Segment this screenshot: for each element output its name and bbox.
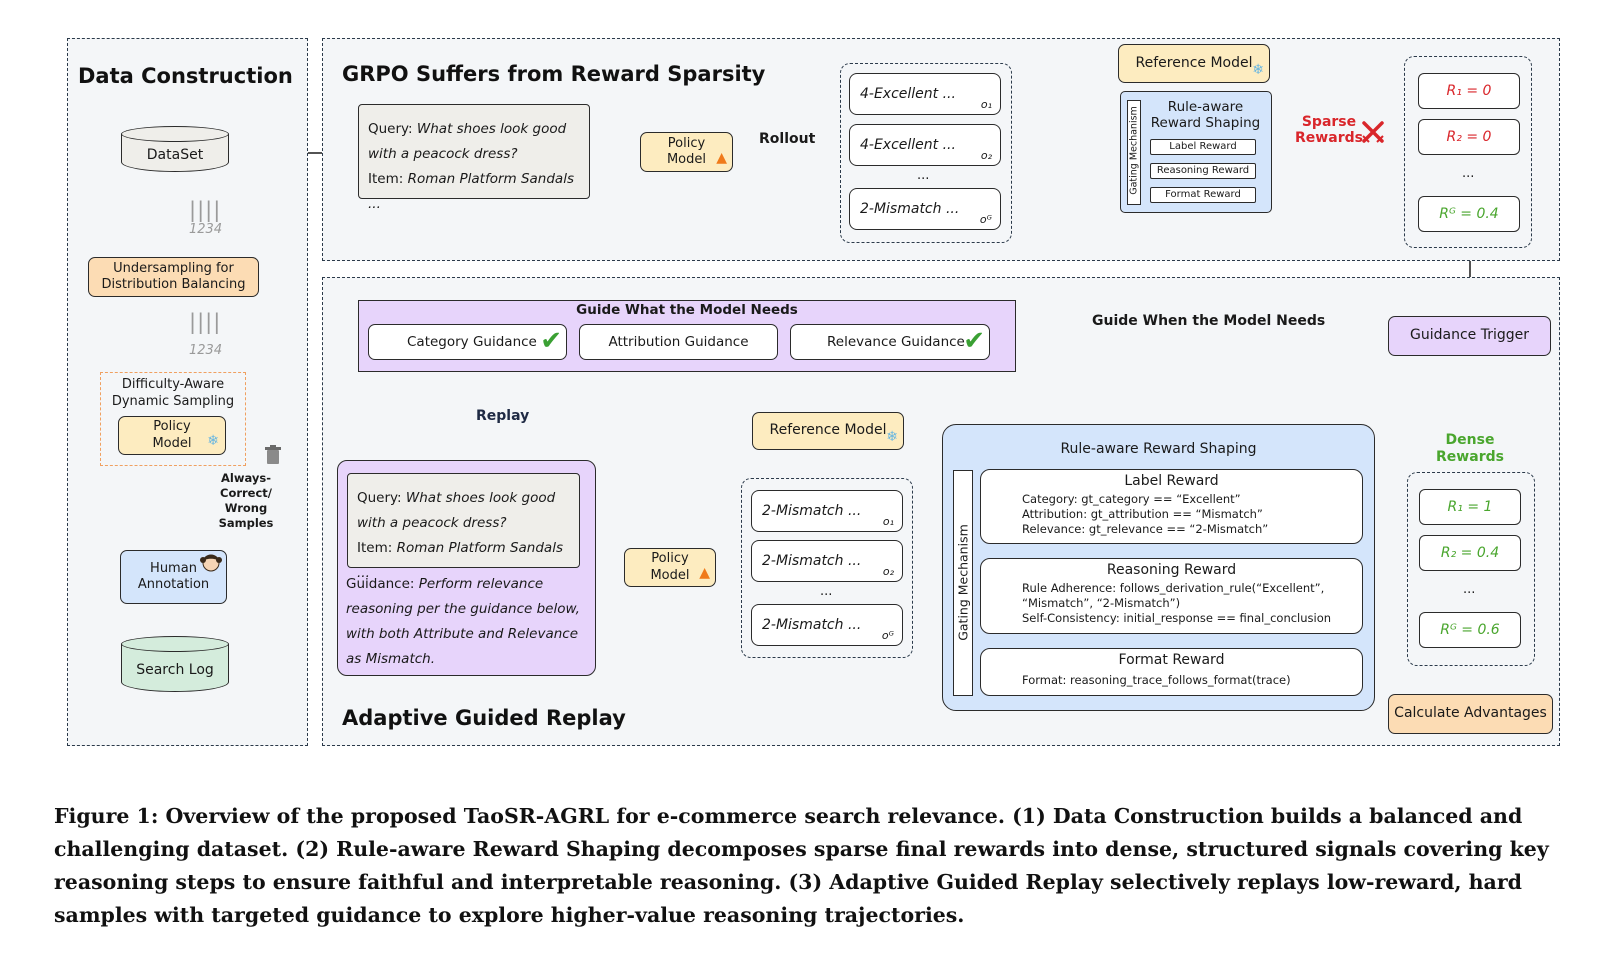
- check-icon: ✔: [963, 326, 985, 356]
- rewards-ellipsis: ...: [1462, 166, 1475, 181]
- label-reward-box: [980, 469, 1363, 544]
- annotator-avatar-icon: [199, 550, 223, 574]
- category-guidance-box: Category Guidance ✔: [368, 324, 567, 360]
- calculate-advantages-box: Calculate Advantages: [1388, 694, 1553, 734]
- gating-mechanism-label: Gating Mechanism: [1128, 106, 1140, 195]
- reward-value: R₁ = 0: [1418, 73, 1520, 109]
- gating-mechanism-bar: [953, 470, 973, 696]
- item-text: Roman Platform Sandals ...: [368, 171, 574, 212]
- check-icon: ✔: [540, 326, 562, 356]
- sparse-rewards-label: Sparse Rewards: [1295, 114, 1363, 146]
- grpo-title: GRPO Suffers from Reward Sparsity: [342, 62, 766, 86]
- trash-icon: [265, 445, 281, 465]
- query-text: What shoes look good with a peacock dres…: [357, 490, 556, 531]
- difficulty-sampling-group: [100, 372, 246, 466]
- tally-icon: ||||: [189, 198, 222, 222]
- fire-icon: ▲: [716, 149, 727, 166]
- guide-when-label: Guide When the Model Needs: [1092, 313, 1326, 329]
- reasoning-reward-box: [980, 558, 1363, 634]
- reference-model-box: Reference Model ❄: [752, 412, 904, 450]
- reward-value: R₂ = 0.4: [1419, 535, 1521, 571]
- item-text: Roman Platform Sandals ...: [357, 540, 563, 581]
- rollout-output: 2-Mismatch ...oᴳ: [849, 188, 1001, 230]
- guidance-trigger-box: Guidance Trigger: [1388, 316, 1551, 356]
- item-label: Item:: [357, 540, 393, 556]
- data-construction-title: Data Construction: [78, 64, 293, 88]
- query-label: Query:: [357, 490, 402, 506]
- policy-model-label: Policy Model: [152, 419, 192, 451]
- rule-shaping-title: Rule-aware Reward Shaping: [1150, 99, 1261, 131]
- human-annotation-box: Human Annotation: [120, 550, 227, 604]
- relevance-guidance-box: Relevance Guidance ✔: [790, 324, 990, 360]
- reasoning-reward-rules: Rule Adherence: follows_derivation_rule(…: [1022, 581, 1332, 625]
- search-log-cylinder: Search Log: [121, 636, 229, 694]
- reference-model-label: Reference Model: [1135, 54, 1253, 71]
- undersampling-box: Undersampling for Distribution Balancing: [88, 257, 259, 297]
- policy-model-label: Policy Model: [666, 135, 707, 167]
- query-label: Query:: [368, 121, 413, 137]
- sparse-rewards-group: [1404, 56, 1532, 248]
- difficulty-sampling-label: Difficulty-Aware Dynamic Sampling: [111, 377, 235, 409]
- tally-digits: 1234: [189, 343, 223, 358]
- reasoning-reward-chip: Reasoning Reward: [1150, 163, 1256, 179]
- label-reward-title: Label Reward: [1124, 473, 1219, 489]
- format-reward-chip: Format Reward: [1150, 187, 1256, 203]
- query-text: What shoes look good with a peacock dres…: [368, 121, 567, 162]
- guidance-text: Perform relevance reasoning per the guid…: [346, 576, 580, 667]
- item-label: Item:: [368, 171, 404, 187]
- rollout-output: 4-Excellent ...o₂: [849, 124, 1001, 166]
- label-reward-chip: Label Reward: [1150, 139, 1256, 155]
- guidance-label: Guidance:: [346, 576, 415, 592]
- rule-shaping-title: Rule-aware Reward Shaping: [1060, 441, 1257, 457]
- format-reward-box: [980, 648, 1363, 696]
- dense-rewards-group: [1407, 472, 1535, 666]
- dense-rewards-label: Dense Rewards: [1436, 432, 1504, 465]
- snowflake-icon: ❄: [1252, 61, 1264, 78]
- reward-value: R₁ = 1: [1419, 489, 1521, 525]
- rewards-ellipsis: ...: [1463, 582, 1476, 597]
- reference-model-box: Reference Model ❄: [1118, 44, 1270, 83]
- reward-value: Rᴳ = 0.4: [1418, 196, 1520, 232]
- rollout-output: 2-Mismatch ...o₁: [751, 490, 903, 532]
- agr-title: Adaptive Guided Replay: [342, 706, 626, 730]
- policy-model-box: Policy Model ▲: [624, 548, 716, 587]
- discard-label: Always-Correct/ Wrong Samples: [218, 471, 274, 530]
- replay-outputs-group: [741, 478, 913, 658]
- attribution-guidance-box: Attribution Guidance: [579, 324, 778, 360]
- label-reward-rules: Category: gt_category == “Excellent” Att…: [1022, 492, 1269, 536]
- snowflake-icon: ❄: [886, 428, 898, 445]
- reasoning-reward-title: Reasoning Reward: [1106, 562, 1237, 578]
- policy-model-box: Policy Model ▲: [640, 132, 733, 172]
- policy-model-label: Policy Model: [650, 551, 690, 583]
- rollout-output: 2-Mismatch ...oᴳ: [751, 604, 903, 646]
- format-reward-title: Format Reward: [1118, 652, 1225, 668]
- query-item-box: Query: What shoes look good with a peaco…: [347, 473, 580, 581]
- guide-what-title: Guide What the Model Needs: [576, 302, 798, 318]
- fire-icon: ▲: [699, 564, 710, 581]
- tally-icon: ||||: [189, 310, 222, 334]
- rollout-output: 4-Excellent ...o₁: [849, 73, 1001, 115]
- dataset-label: DataSet: [146, 147, 204, 163]
- outputs-ellipsis: ...: [820, 584, 833, 599]
- query-item-box: Query: What shoes look good with a peaco…: [358, 104, 590, 212]
- rollout-output: 2-Mismatch ...o₂: [751, 540, 903, 582]
- gating-mechanism-label: Gating Mechanism: [955, 524, 971, 641]
- snowflake-icon: ❄: [207, 432, 219, 449]
- reward-value: R₂ = 0: [1418, 119, 1520, 155]
- tally-digits: 1234: [189, 222, 223, 237]
- guidance-text-block: Guidance: Perform relevance reasoning pe…: [346, 572, 586, 672]
- policy-model-box: Policy Model ❄: [118, 416, 226, 455]
- reward-value: Rᴳ = 0.6: [1419, 612, 1521, 648]
- cross-swords-icon: [1361, 120, 1385, 144]
- format-reward-rules: Format: reasoning_trace_follows_format(t…: [1022, 673, 1291, 687]
- dataset-cylinder: DataSet: [121, 126, 229, 178]
- outputs-ellipsis: ...: [917, 168, 930, 183]
- rollout-label: Rollout: [759, 131, 816, 147]
- figure-caption: Figure 1: Overview of the proposed TaoSR…: [54, 804, 1549, 927]
- gating-mechanism-bar: [1127, 100, 1141, 205]
- rollout-outputs-group: [840, 63, 1012, 243]
- search-log-label: Search Log: [136, 662, 214, 678]
- reference-model-label: Reference Model: [769, 422, 887, 439]
- replay-label: Replay: [476, 408, 530, 424]
